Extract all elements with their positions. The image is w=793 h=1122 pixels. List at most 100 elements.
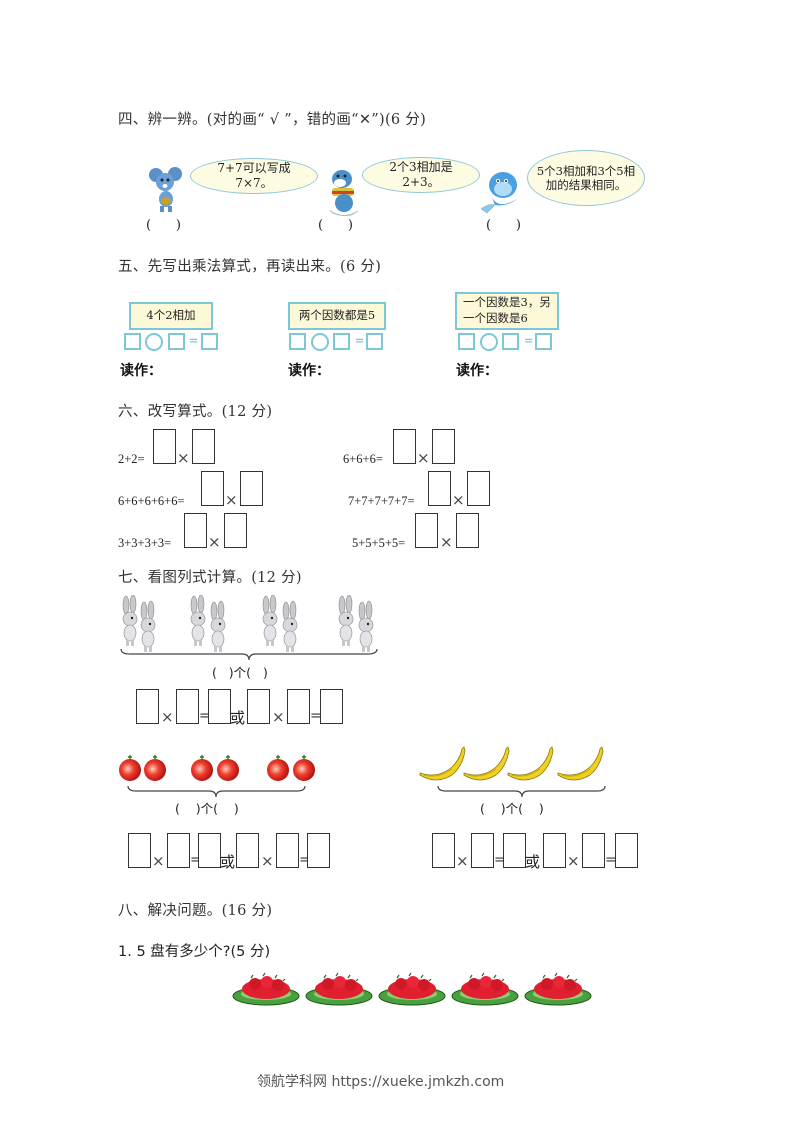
answer-blank-1[interactable]: ( ): [146, 218, 181, 233]
seal-icon: [329, 170, 359, 216]
count-label: ( )个( ): [480, 801, 544, 816]
count-label: ( )个( ): [175, 801, 239, 816]
factor-box[interactable]: [124, 333, 141, 350]
times-sign: ×: [177, 449, 190, 467]
factor-box[interactable]: [502, 333, 519, 350]
bananas-picture: [419, 746, 604, 781]
section4-title: 四、辨一辨。(对的画“ √ ”，错的画“✕”)(6 分): [118, 112, 427, 128]
times-sign: ×: [452, 491, 465, 509]
answer-box[interactable]: [307, 833, 330, 868]
answer-box[interactable]: [208, 689, 231, 724]
prompt-box-2: 两个因数都是5: [288, 302, 386, 330]
section7-title: 七、看图列式计算。(12 分): [118, 570, 302, 586]
question-1: 1. 5 盘有多少个?(5 分): [118, 944, 271, 960]
equals-sign: =: [605, 852, 617, 868]
read-label: 读作：: [120, 363, 162, 379]
brace-icon: [127, 785, 306, 798]
answer-box[interactable]: [153, 429, 176, 464]
times-sign: ×: [272, 708, 285, 726]
read-label: 读作：: [456, 363, 498, 379]
times-sign: ×: [261, 852, 274, 870]
answer-box[interactable]: [467, 471, 490, 506]
answer-box[interactable]: [432, 429, 455, 464]
dolphin-icon: [480, 172, 517, 214]
equals-sign: =: [355, 334, 365, 347]
equals-sign: =: [199, 708, 211, 724]
prompt-box-3: 一个因数是3，另 一个因数是6: [455, 292, 559, 330]
prompt-line-2: 一个因数是6: [463, 311, 528, 325]
answer-box[interactable]: [543, 833, 566, 868]
rabbits-picture: [122, 595, 374, 653]
strawberry-plates-picture: [232, 972, 592, 1006]
answer-box[interactable]: [176, 689, 199, 724]
prompt-line-1: 一个因数是3，另: [463, 295, 551, 310]
product-box[interactable]: [366, 333, 383, 350]
answer-box[interactable]: [224, 513, 247, 548]
answer-box[interactable]: [167, 833, 190, 868]
or-label: 或: [525, 853, 541, 871]
answer-box[interactable]: [198, 833, 221, 868]
answer-box[interactable]: [503, 833, 526, 868]
answer-box[interactable]: [320, 689, 343, 724]
answer-box[interactable]: [236, 833, 259, 868]
expression: 5+5+5+5=: [352, 536, 406, 550]
statement-bubble-3: 5个3相加和3个5相加的结果相同。: [527, 150, 645, 206]
answer-box[interactable]: [136, 689, 159, 724]
expression: 3+3+3+3=: [118, 536, 172, 550]
brace-icon: [437, 785, 606, 798]
answer-box[interactable]: [582, 833, 605, 868]
answer-box[interactable]: [184, 513, 207, 548]
operator-circle[interactable]: [311, 333, 329, 351]
expression: 2+2=: [118, 452, 145, 466]
read-label: 读作：: [288, 363, 330, 379]
answer-box[interactable]: [393, 429, 416, 464]
answer-box[interactable]: [428, 471, 451, 506]
or-label: 或: [230, 709, 246, 727]
expression: 6+6+6=: [343, 452, 383, 466]
times-sign: ×: [161, 708, 174, 726]
section6-title: 六、改写算式。(12 分): [118, 404, 273, 420]
equals-sign: =: [189, 334, 199, 347]
answer-box[interactable]: [240, 471, 263, 506]
answer-blank-2[interactable]: ( ): [318, 218, 353, 233]
equals-sign: =: [299, 852, 311, 868]
times-sign: ×: [440, 533, 453, 551]
mouse-icon: [149, 167, 182, 212]
statement-bubble-2: 2个3相加是2+3。: [362, 157, 480, 193]
equals-sign: =: [310, 708, 322, 724]
factor-box[interactable]: [333, 333, 350, 350]
equals-sign: =: [524, 334, 534, 347]
brace-icon: [120, 648, 378, 661]
times-sign: ×: [152, 852, 165, 870]
times-sign: ×: [567, 852, 580, 870]
product-box[interactable]: [201, 333, 218, 350]
answer-box[interactable]: [276, 833, 299, 868]
statement-bubble-1: 7+7可以写成7×7。: [190, 158, 318, 194]
answer-box[interactable]: [432, 833, 455, 868]
product-box[interactable]: [535, 333, 552, 350]
factor-box[interactable]: [168, 333, 185, 350]
operator-circle[interactable]: [480, 333, 498, 351]
operator-circle[interactable]: [145, 333, 163, 351]
answer-box[interactable]: [247, 689, 270, 724]
answer-blank-3[interactable]: ( ): [486, 218, 521, 233]
answer-box[interactable]: [192, 429, 215, 464]
answer-box[interactable]: [415, 513, 438, 548]
factor-box[interactable]: [289, 333, 306, 350]
answer-box[interactable]: [471, 833, 494, 868]
equals-sign: =: [190, 852, 202, 868]
factor-box[interactable]: [458, 333, 475, 350]
answer-box[interactable]: [615, 833, 638, 868]
answer-box[interactable]: [287, 689, 310, 724]
section8-title: 八、解决问题。(16 分): [118, 903, 273, 919]
times-sign: ×: [208, 533, 221, 551]
answer-box[interactable]: [201, 471, 224, 506]
apples-picture: [118, 754, 316, 782]
answer-box[interactable]: [128, 833, 151, 868]
or-label: 或: [220, 853, 236, 871]
equals-sign: =: [494, 852, 506, 868]
expression: 7+7+7+7+7=: [348, 494, 415, 508]
section5-title: 五、先写出乘法算式，再读出来。(6 分): [118, 259, 382, 275]
answer-box[interactable]: [456, 513, 479, 548]
expression: 6+6+6+6+6=: [118, 494, 185, 508]
